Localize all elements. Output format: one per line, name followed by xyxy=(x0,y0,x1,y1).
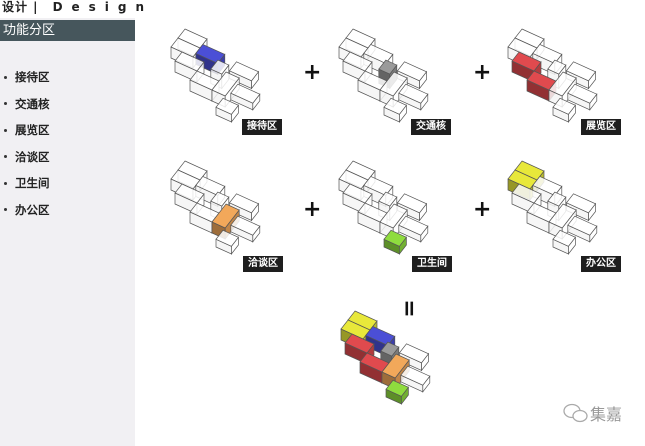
block-top-face xyxy=(230,83,261,104)
sidebar-title: 功能分区 xyxy=(0,20,135,41)
building-massing xyxy=(170,28,261,124)
block-top-face xyxy=(398,343,430,364)
block-top-face xyxy=(379,71,408,97)
block-top-face xyxy=(215,97,239,115)
block-top-face xyxy=(398,83,429,104)
sidebar-item-restroom[interactable]: 卫生间 xyxy=(4,170,50,197)
plus-sign: + xyxy=(303,197,322,222)
block-top-face xyxy=(567,215,598,236)
block-top-face xyxy=(383,229,407,247)
watermark: 集嘉 xyxy=(562,401,622,425)
sidebar-menu: 接待区 交通核 展览区 洽谈区 卫生间 办公区 xyxy=(4,64,50,223)
page-header: 设计 | Design xyxy=(2,0,153,15)
bullet-icon xyxy=(4,208,7,212)
block-top-face xyxy=(228,61,260,82)
sidebar xyxy=(0,18,135,446)
block-top-face xyxy=(396,61,428,82)
sidebar-item-label: 洽谈区 xyxy=(15,149,50,164)
block-top-face xyxy=(378,59,398,75)
diagram-label: 展览区 xyxy=(581,119,621,135)
block-top-face xyxy=(567,83,598,104)
diagram-label: 卫生间 xyxy=(412,256,452,272)
block-top-face xyxy=(230,215,261,236)
header-en: Design xyxy=(52,0,154,14)
block-top-face xyxy=(547,59,567,75)
sidebar-item-label: 展览区 xyxy=(15,123,50,138)
block-top-face xyxy=(211,71,240,97)
building-massing xyxy=(340,310,431,406)
sidebar-item-exhibition[interactable]: 展览区 xyxy=(4,117,50,144)
block-top-face xyxy=(215,229,239,247)
sidebar-item-label: 办公区 xyxy=(15,202,50,217)
block-top-face xyxy=(548,71,577,97)
plus-sign: + xyxy=(473,197,492,222)
sidebar-item-office[interactable]: 办公区 xyxy=(4,197,50,224)
building-massing xyxy=(338,28,429,124)
block-top-face xyxy=(565,61,597,82)
block-top-face xyxy=(378,191,398,207)
diagram-label: 接待区 xyxy=(242,119,282,135)
building-massing xyxy=(507,160,598,256)
sidebar-item-label: 接待区 xyxy=(15,70,50,85)
header-cn: 设计 | xyxy=(2,0,39,14)
bullet-icon xyxy=(4,75,7,79)
block-top-face xyxy=(400,365,431,386)
bullet-icon xyxy=(4,181,7,185)
building-massing xyxy=(338,160,429,256)
bullet-icon xyxy=(4,128,7,132)
bullet-icon xyxy=(4,102,7,106)
block-top-face xyxy=(383,97,407,115)
diagram-label: 交通核 xyxy=(411,119,451,135)
block-top-face xyxy=(565,193,597,214)
block-top-face xyxy=(380,341,400,357)
block-top-face xyxy=(381,353,410,379)
sidebar-item-label: 交通核 xyxy=(15,96,50,111)
sidebar-item-circulation-core[interactable]: 交通核 xyxy=(4,91,50,118)
sidebar-item-label: 卫生间 xyxy=(15,176,50,191)
block-top-face xyxy=(548,203,577,229)
block-top-face xyxy=(396,193,428,214)
diagram-label: 办公区 xyxy=(581,256,621,272)
building-massing xyxy=(170,160,261,256)
block-top-face xyxy=(379,203,408,229)
watermark-text: 集嘉 xyxy=(590,405,623,424)
sidebar-item-negotiation[interactable]: 洽谈区 xyxy=(4,144,50,171)
block-top-face xyxy=(552,97,576,115)
sidebar-item-reception[interactable]: 接待区 xyxy=(4,64,50,91)
block-top-face xyxy=(398,215,429,236)
plus-sign: + xyxy=(303,60,322,85)
block-top-face xyxy=(385,379,409,397)
building-massing xyxy=(507,28,598,124)
block-top-face xyxy=(547,191,567,207)
wechat-icon xyxy=(563,403,588,423)
diagram-label: 洽谈区 xyxy=(243,256,283,272)
block-top-face xyxy=(210,59,230,75)
block-top-face xyxy=(552,229,576,247)
bullet-icon xyxy=(4,155,7,159)
block-top-face xyxy=(228,193,260,214)
equals-sign: = xyxy=(396,299,422,318)
plus-sign: + xyxy=(473,60,492,85)
block-top-face xyxy=(210,191,230,207)
block-top-face xyxy=(211,203,240,229)
